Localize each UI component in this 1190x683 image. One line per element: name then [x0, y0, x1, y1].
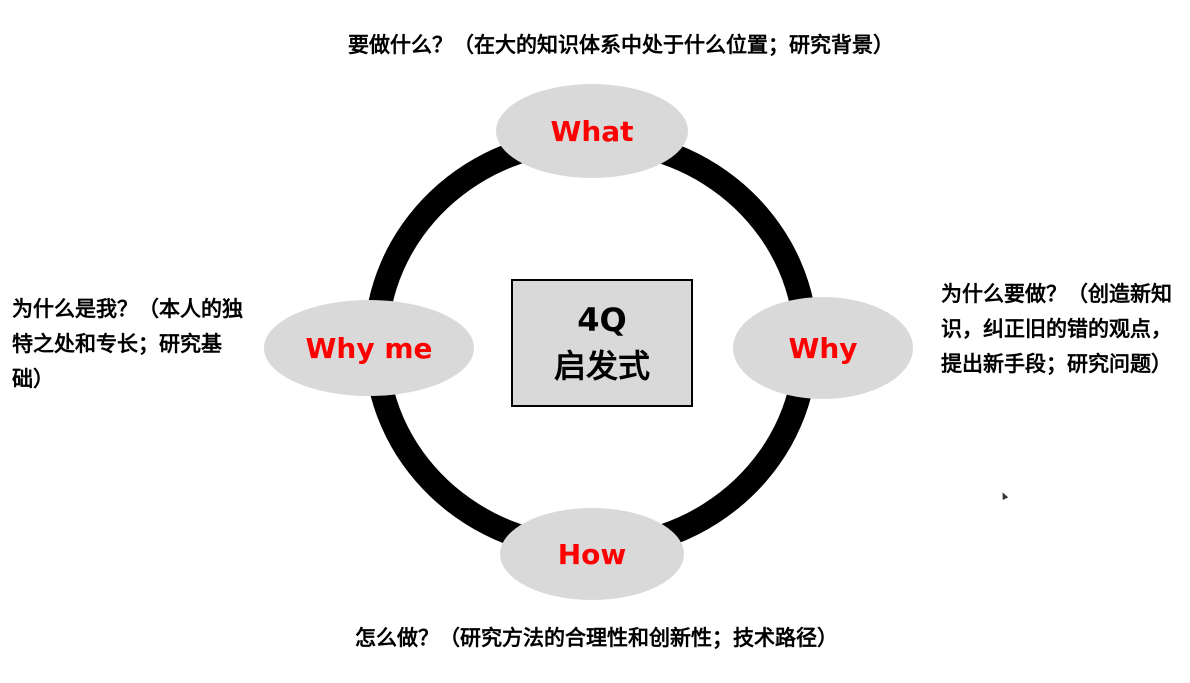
- caption-why-me: 为什么是我？（本人的独特之处和专长；研究基础）: [12, 297, 243, 391]
- center-line1: 4Q: [577, 301, 627, 339]
- node-what-label: What: [550, 114, 634, 148]
- center-line2: 启发式: [553, 347, 650, 385]
- node-what: What: [496, 84, 688, 178]
- node-why-me: Why me: [264, 300, 474, 396]
- mouse-cursor-icon: [999, 491, 1009, 500]
- caption-why: 为什么要做？（创造新知识，纠正旧的错的观点，提出新手段；研究问题）: [941, 282, 1172, 376]
- node-why: Why: [733, 297, 913, 399]
- caption-what: 要做什么？（在大的知识体系中处于什么位置；研究背景）: [348, 33, 894, 57]
- node-why-me-label: Why me: [305, 331, 433, 365]
- center-box: 4Q 启发式: [511, 279, 693, 407]
- node-how-label: How: [557, 537, 627, 571]
- node-how: How: [500, 508, 684, 600]
- node-why-label: Why: [788, 331, 858, 365]
- caption-how: 怎么做？（研究方法的合理性和创新性；技术路径）: [355, 626, 838, 650]
